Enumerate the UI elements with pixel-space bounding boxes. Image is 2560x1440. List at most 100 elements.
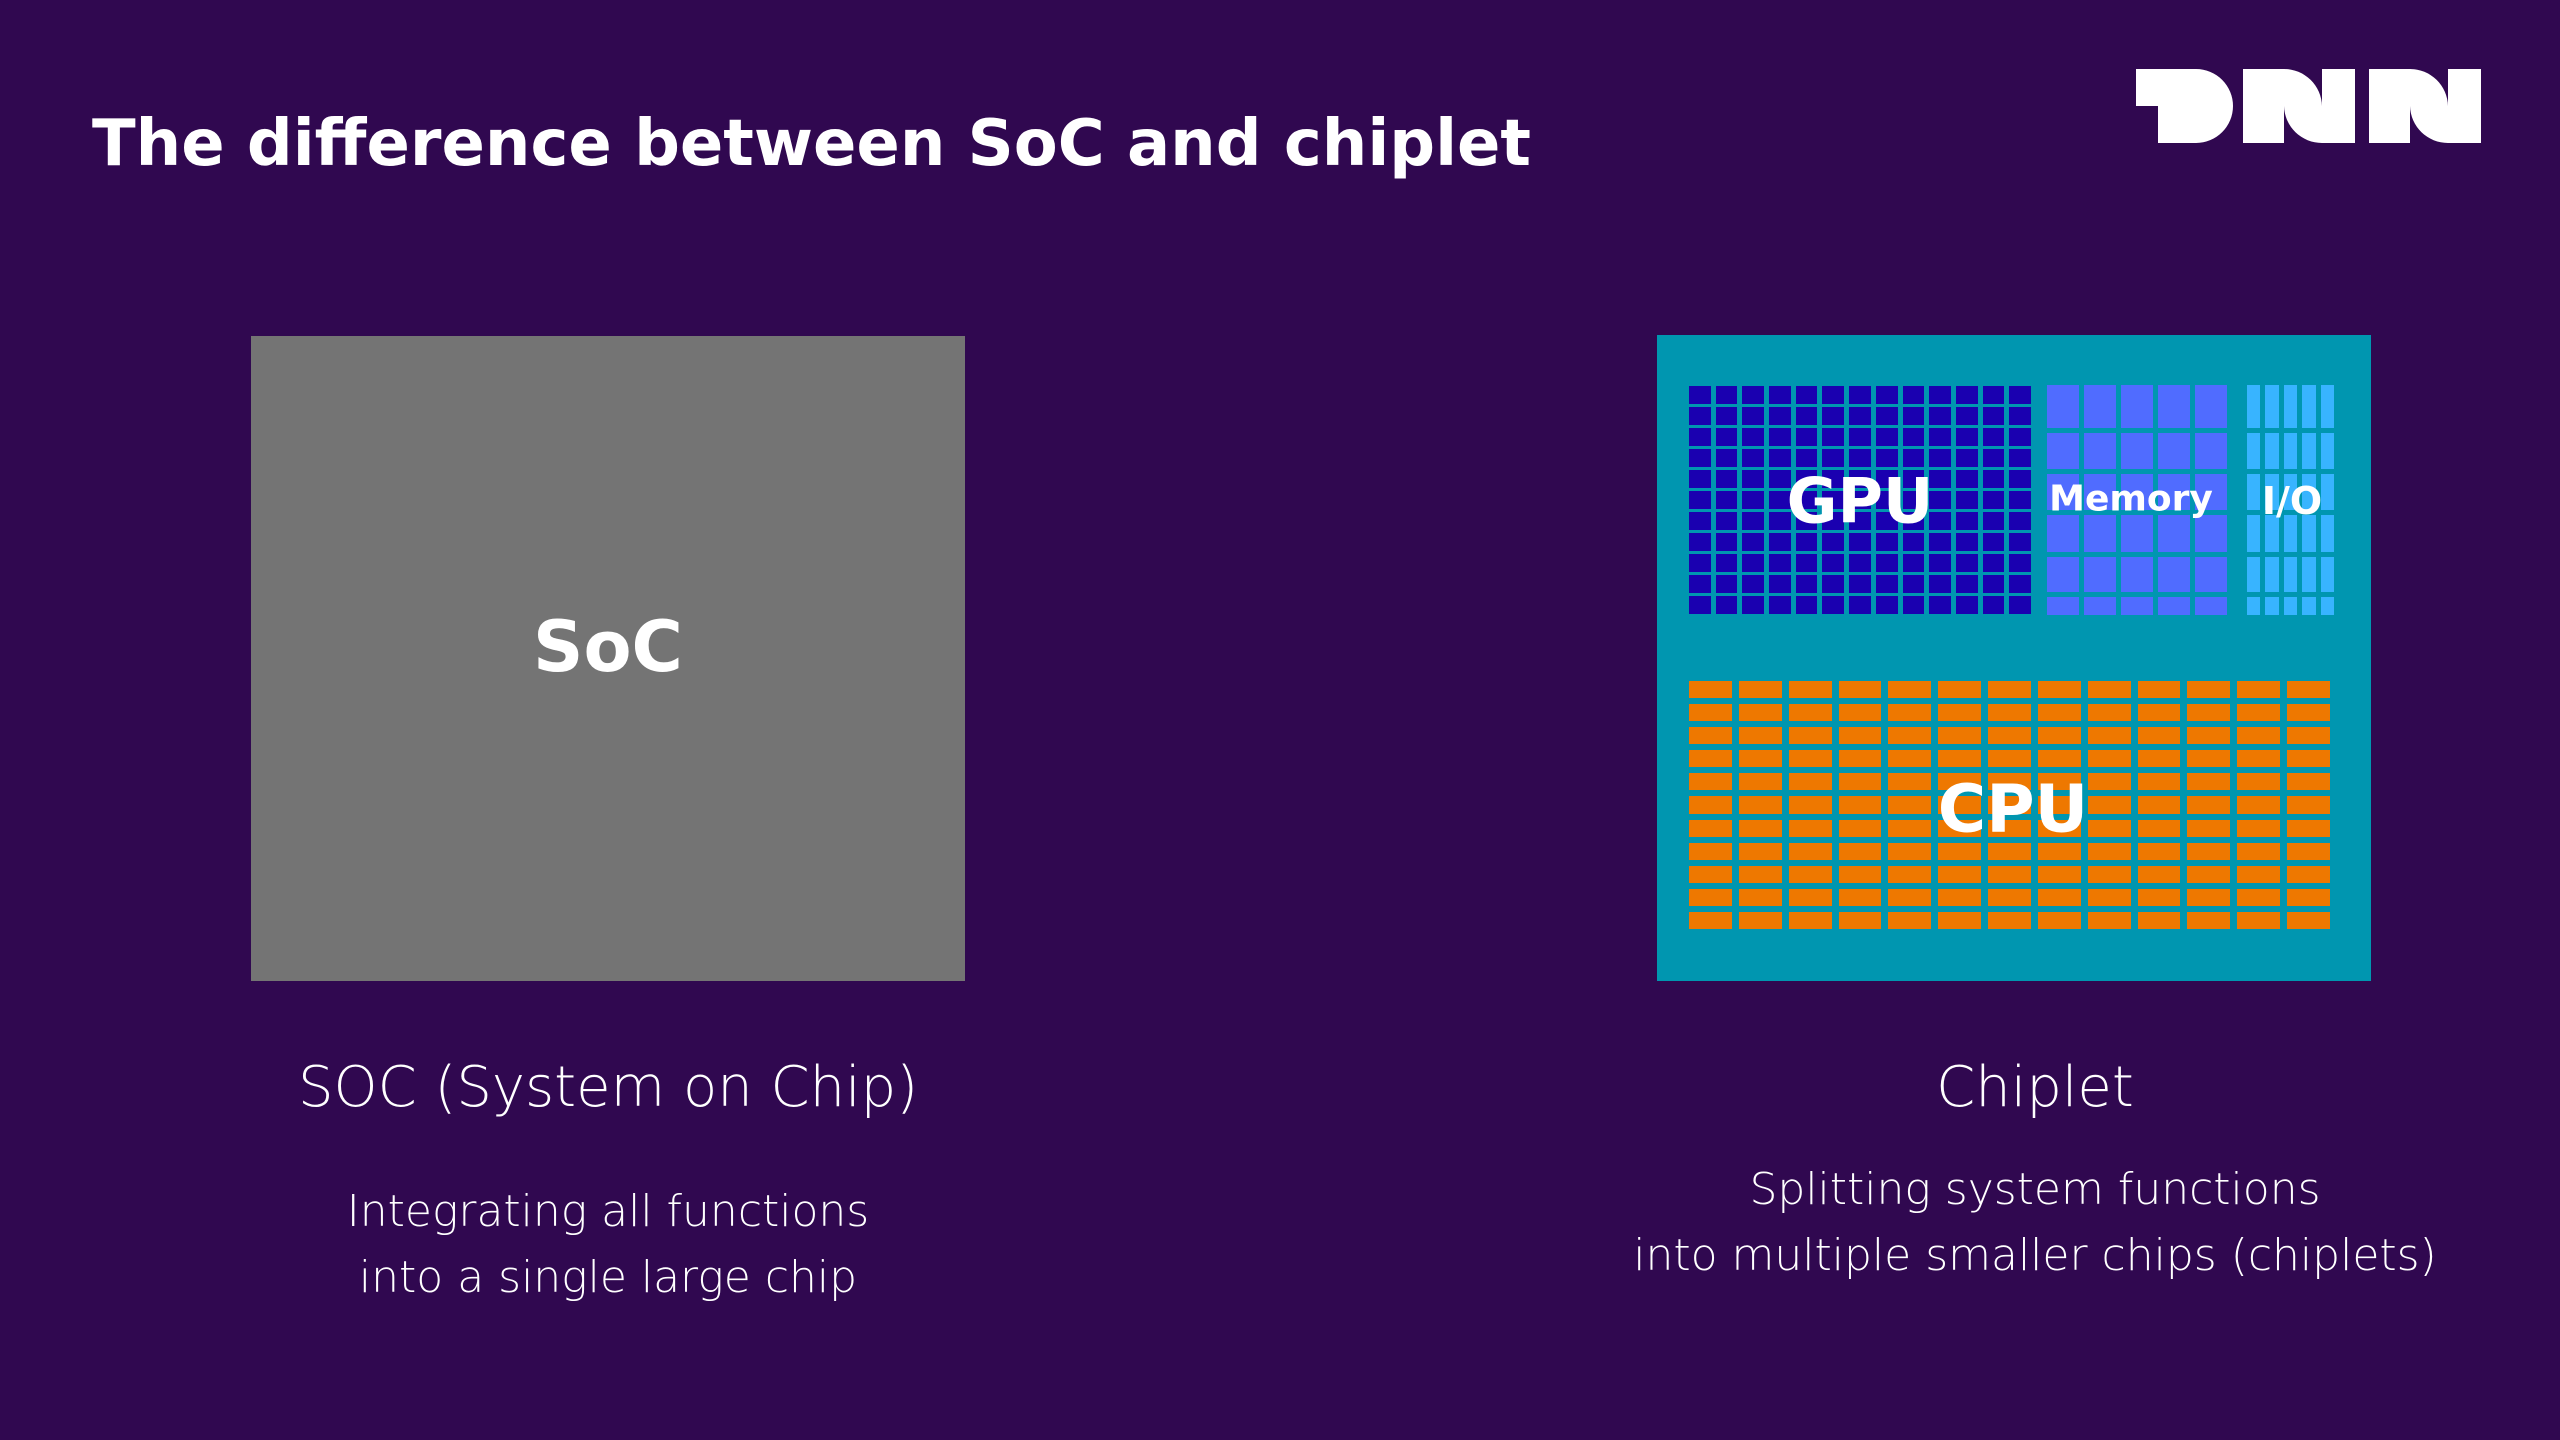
chip-cell — [2283, 515, 2298, 552]
chip-cell — [1822, 491, 1845, 509]
chip-cell — [1849, 512, 1871, 530]
chip-cell — [2265, 597, 2279, 615]
chip-cell — [2187, 842, 2231, 860]
chip-cell — [2084, 385, 2116, 428]
chip-cell — [1929, 428, 1951, 446]
chip-cell — [2037, 727, 2081, 745]
chip-cell — [1742, 596, 1765, 614]
chip-cell — [2195, 557, 2227, 592]
chip-cell — [1795, 575, 1818, 593]
chip-cell — [1822, 512, 1845, 530]
chiplet-description: Splitting system functions into multiple… — [1633, 1157, 2436, 1289]
chip-cell — [1689, 554, 1711, 572]
chip-cell — [1769, 449, 1791, 467]
chip-cell — [1742, 449, 1765, 467]
chip-cell — [2009, 533, 2031, 551]
chip-cell — [1742, 533, 1765, 551]
chip-cell — [1955, 449, 1978, 467]
chip-cell — [2237, 727, 2281, 745]
chip-cell — [1955, 407, 1978, 425]
chip-cell — [1689, 819, 1732, 837]
chip-cell — [1689, 681, 1732, 699]
chip-cell — [1929, 512, 1951, 530]
chip-cell — [2121, 557, 2153, 592]
chip-cell — [2265, 433, 2279, 469]
chip-cell — [2237, 911, 2281, 929]
chip-cell — [1988, 819, 2031, 837]
chip-cell — [1795, 596, 1818, 614]
chiplet-description-line: Splitting system functions — [1749, 1164, 2321, 1215]
chip-cell — [1715, 596, 1738, 614]
chip-cell — [2037, 704, 2081, 722]
chip-cell — [1689, 386, 1711, 404]
soc-caption: SOC (System on Chip) Integrating all fun… — [298, 1053, 918, 1311]
chip-cell — [1769, 428, 1791, 446]
chip-cell — [1838, 750, 1882, 768]
chip-cell — [1769, 470, 1791, 488]
chip-cell — [2047, 385, 2079, 428]
chiplet-description-line: into multiple smaller chips (chiplets) — [1633, 1230, 2437, 1281]
chip-cell — [2195, 385, 2227, 428]
chip-cell — [2009, 407, 2031, 425]
chip-cell — [1715, 407, 1738, 425]
chip-cell — [1902, 407, 1925, 425]
chip-cell — [1929, 407, 1951, 425]
chip-cell — [1715, 575, 1738, 593]
chip-cell — [2287, 842, 2330, 860]
chip-cell — [1938, 681, 1982, 699]
chip-cell — [1838, 681, 1882, 699]
chip-cell — [1715, 428, 1738, 446]
chip-cell — [2187, 819, 2231, 837]
chip-cell — [1955, 512, 1978, 530]
chip-cell — [2121, 597, 2153, 615]
chip-cell — [2137, 865, 2181, 883]
chip-cell — [1795, 554, 1818, 572]
chip-cell — [2283, 557, 2298, 592]
chip-cell — [1769, 596, 1791, 614]
chip-cell — [1929, 596, 1951, 614]
chip-cell — [2121, 474, 2153, 510]
chip-cell — [2037, 773, 2081, 791]
chip-cell — [1738, 773, 1782, 791]
chip-cell — [2187, 704, 2231, 722]
chip-cell — [2037, 796, 2081, 814]
chip-cell — [1929, 449, 1951, 467]
chip-cell — [2195, 515, 2227, 552]
io-label: I/O — [2261, 479, 2323, 523]
soc-description: Integrating all functions into a single … — [298, 1179, 918, 1311]
chip-cell — [2009, 470, 2031, 488]
chip-cell — [2009, 575, 2031, 593]
chip-cell — [2187, 750, 2231, 768]
chip-cell — [1902, 554, 1925, 572]
chip-cell — [1955, 596, 1978, 614]
chip-cell — [1689, 704, 1732, 722]
chip-cell — [1689, 796, 1732, 814]
chip-cell — [1902, 596, 1925, 614]
chip-cell — [2009, 554, 2031, 572]
chip-cell — [1742, 512, 1765, 530]
chip-cell — [1929, 470, 1951, 488]
chiplet-caption: Chiplet Splitting system functions into … — [1633, 1053, 2436, 1289]
chip-cell — [1689, 842, 1732, 860]
chip-cell — [2265, 515, 2279, 552]
chip-cell — [1838, 704, 1882, 722]
chip-cell — [2247, 557, 2261, 592]
chip-cell — [1715, 449, 1738, 467]
chip-cell — [2047, 433, 2079, 469]
chip-cell — [1822, 470, 1845, 488]
chip-cell — [2187, 865, 2231, 883]
chip-cell — [2087, 865, 2131, 883]
chip-cell — [2009, 428, 2031, 446]
chip-cell — [1788, 681, 1832, 699]
chip-cell — [1838, 727, 1882, 745]
chip-cell — [1795, 491, 1818, 509]
chip-cell — [1888, 681, 1932, 699]
chip-cell — [1982, 491, 2005, 509]
chip-cell — [2302, 474, 2316, 510]
chip-cell — [1849, 386, 1871, 404]
chip-cell — [1988, 681, 2031, 699]
chip-cell — [1689, 470, 1711, 488]
chip-cell — [1742, 491, 1765, 509]
chip-cell — [2158, 515, 2190, 552]
chip-cell — [1938, 796, 1982, 814]
